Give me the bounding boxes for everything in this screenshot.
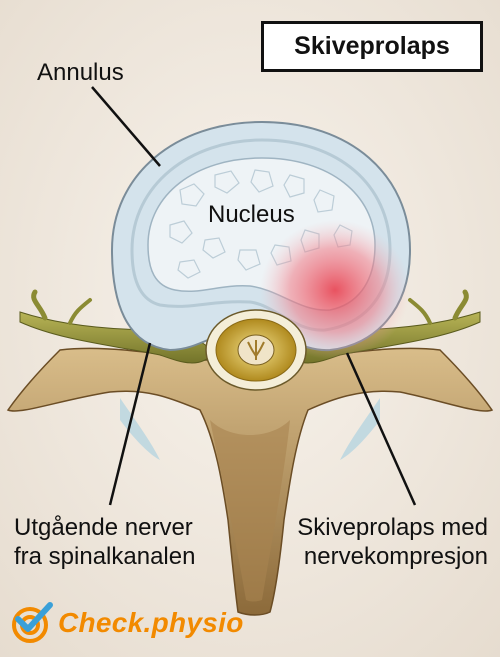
annulus-leader-line bbox=[91, 86, 161, 167]
brand-name: Check.physio bbox=[58, 607, 244, 638]
outgoing-nerves-leader-line bbox=[108, 342, 152, 506]
label-outgoing-nerves-line-1: Utgående nerver bbox=[14, 514, 193, 541]
page-title: Skiveprolaps bbox=[294, 32, 450, 60]
label-outgoing-nerves: Utgående nerver fra spinalkanalen bbox=[14, 513, 195, 571]
label-outgoing-nerves-line-2: fra spinalkanalen bbox=[14, 543, 196, 570]
title-box: Skiveprolaps bbox=[261, 21, 483, 72]
label-prolapse-line-1: Skiveprolaps med bbox=[297, 514, 488, 541]
prolapse-leader-line bbox=[345, 352, 417, 506]
label-annulus: Annulus bbox=[37, 59, 124, 86]
label-nucleus: Nucleus bbox=[208, 201, 295, 228]
label-prolapse-line-2: nervekompresjon bbox=[303, 543, 488, 570]
brand-logo: Check.physio bbox=[10, 601, 250, 647]
prolapse-inflammation bbox=[260, 220, 410, 360]
check-target-icon bbox=[12, 602, 53, 643]
label-prolapse: Skiveprolaps med nervekompresjon bbox=[297, 513, 488, 571]
